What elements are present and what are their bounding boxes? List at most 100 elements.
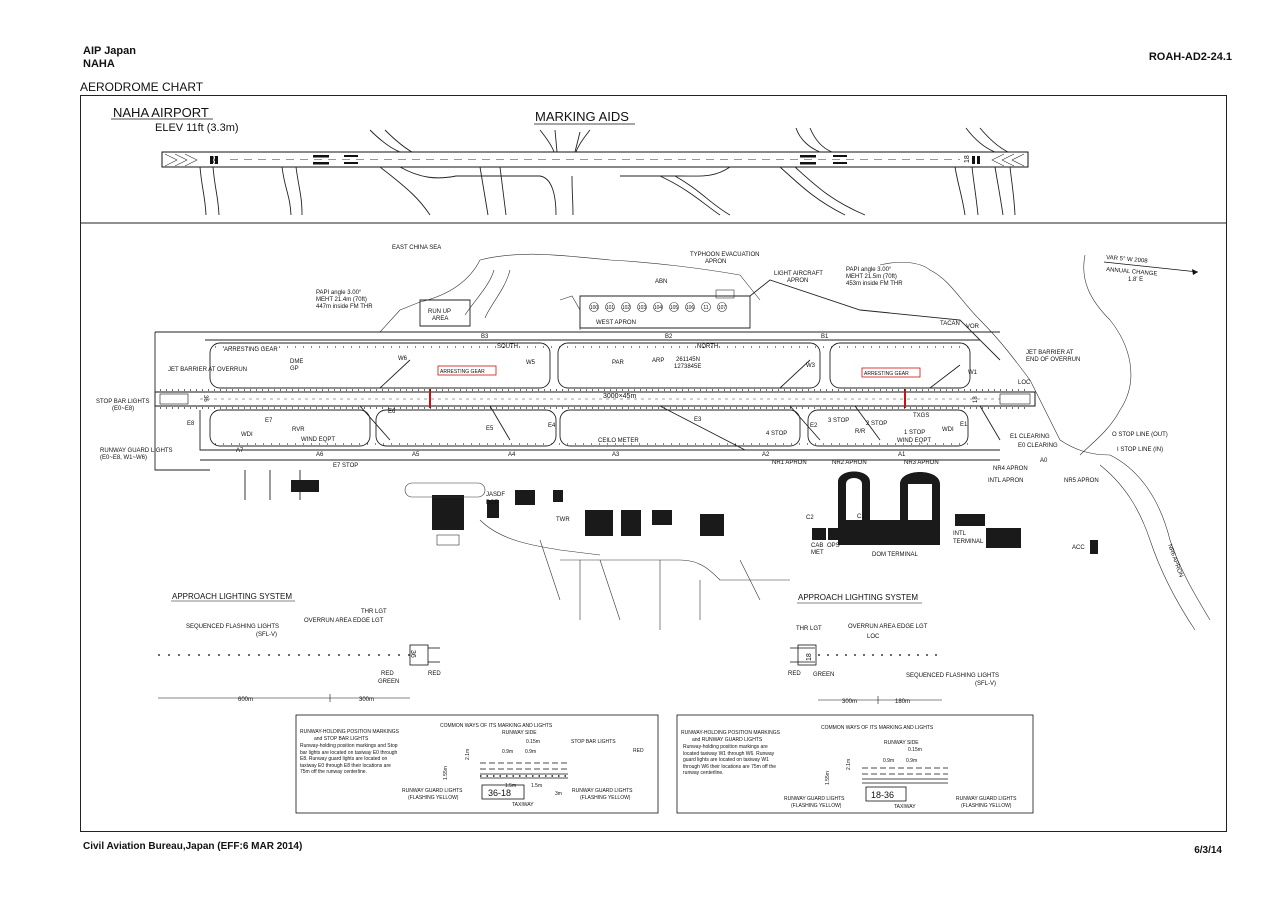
als-s-thr: THR LGT [361, 609, 387, 615]
box-l-title-1: RUNWAY-HOLDING POSITION MARKINGS [300, 729, 400, 735]
als-n-dist1: 300m [842, 699, 857, 705]
box-r-title-1: RUNWAY-HOLDING POSITION MARKINGS [681, 730, 781, 736]
label-run-up-2: AREA [432, 316, 448, 322]
label-nr2: NR2 APRON [832, 460, 867, 466]
north-arrow [1103, 261, 1199, 273]
stand-104: 104 [654, 305, 663, 311]
label-txgs: TXGS [913, 413, 929, 419]
footer-publisher: Civil Aviation Bureau,Japan (EFF:6 MAR 2… [83, 841, 303, 852]
box-r-sign: 18-36 [871, 790, 894, 800]
label-papi-n-1: PAPI angle 3.00° [846, 267, 892, 273]
label-e1-clearing: E1 CLEARING [1010, 434, 1050, 440]
label-ceilo: CEILO METER [598, 438, 639, 444]
box-r-d015: 0.15m [908, 747, 922, 753]
als-s-title: APPROACH LIGHTING SYSTEM [172, 592, 292, 601]
als-s-dist2: 300m [359, 697, 374, 703]
label-jet-barrier-n-1: JET BARRIER AT [1026, 350, 1074, 356]
als-n-seq-sub: (SFL-V) [975, 681, 996, 687]
aip-location: NAHA [83, 58, 115, 70]
box-r-taxiway: TAXIWAY [894, 804, 916, 810]
label-wdi-s: WDI [241, 432, 253, 438]
label-stop1: 1 STOP [904, 430, 925, 436]
label-twr: TWR [556, 517, 570, 523]
footer-date: 6/3/14 [1194, 845, 1222, 856]
label-wind-eqpt-n: WIND EQPT [897, 438, 931, 444]
box-l-red: RED [633, 748, 644, 754]
stand-106: 106 [686, 305, 695, 311]
label-arresting-gear-s: ARRESTING GEAR [224, 347, 278, 353]
label-papi-n-3: 453m inside FM THR [846, 281, 903, 287]
twy-e6: E6 [388, 409, 396, 415]
label-intl-terminal-2: TERMINAL [953, 539, 984, 545]
label-jasdf: JASDF [486, 492, 505, 498]
box-l-note: Runway-holding position markings and Sto… [300, 743, 398, 775]
box-r-d09a: 0.9m [883, 758, 894, 764]
box-l-d3: 3m [555, 791, 562, 797]
box-l-d09a: 0.9m [502, 749, 513, 755]
box-l-d015: 0.15m [526, 739, 540, 745]
box-r-common: COMMON WAYS OF ITS MARKING AND LIGHTS [821, 725, 934, 731]
box-l-title-2: and STOP BAR LIGHTS [314, 736, 369, 742]
label-typhoon-1: TYPHOON EVACUATION [690, 252, 759, 258]
box-r-title-2: and RUNWAY GUARD LIGHTS [692, 737, 763, 743]
airport-name: NAHA AIRPORT [113, 105, 209, 120]
label-ops: OPS [827, 543, 840, 549]
twy-a3: A3 [612, 452, 620, 458]
box-r-guard: RUNWAY GUARD LIGHTS [784, 796, 845, 802]
chart-type: AERODROME CHART [80, 80, 204, 94]
label-abn: ABN [655, 279, 667, 285]
als-s-green: GREEN [378, 679, 399, 685]
label-run-up-1: RUN UP [428, 309, 451, 315]
arresting-gear-label-s: ARRESTING GEAR [440, 369, 485, 375]
marking-rwy-18: 18 [964, 155, 971, 163]
label-north: NORTH [697, 344, 718, 350]
label-e7-stop: E7 STOP [333, 463, 358, 469]
box-l-common: COMMON WAYS OF ITS MARKING AND LIGHTS [440, 723, 553, 729]
label-tacan: TACAN [940, 321, 960, 327]
runway-dimensions: 3000×45m [603, 393, 636, 400]
als-s-red2: RED [428, 671, 441, 677]
label-nr4: NR4 APRON [993, 466, 1028, 472]
label-i-stop: I STOP LINE (IN) [1117, 447, 1163, 453]
twy-w6: W6 [398, 356, 408, 362]
als-n-loc: LOC [867, 634, 880, 640]
legend-box-right: RUNWAY-HOLDING POSITION MARKINGS and RUN… [676, 714, 1034, 814]
label-papi-s-2: MEHT 21.4m (70ft) [316, 297, 367, 303]
als-n-green: GREEN [813, 672, 834, 678]
label-stop-bar-1: STOP BAR LIGHTS [96, 399, 149, 405]
label-met: MET [811, 550, 824, 556]
aerodrome-layout: 36 18 3000×45m ARRESTING GEAR ARRESTING … [96, 245, 1211, 631]
twy-w3: W3 [806, 363, 816, 369]
label-rvr-s: RVR [292, 427, 305, 433]
twy-e4: E4 [548, 423, 556, 429]
aip-header: AIP Japan NAHA [83, 45, 136, 71]
label-nr5: NR5 APRON [1064, 478, 1099, 484]
label-papi-s-1: PAPI angle 3.00° [316, 290, 362, 296]
box-r-flashing2: (FLASHING YELLOW) [961, 803, 1012, 809]
label-rvr-n: R/R [855, 429, 866, 435]
label-var: VAR 5° W 2008 [1106, 255, 1149, 265]
stand-100: 100 [590, 305, 599, 311]
label-nr1: NR1 APRON [772, 460, 807, 466]
label-stop4: 4 STOP [766, 431, 787, 437]
arresting-gear-label-n: ARRESTING GEAR [864, 371, 909, 377]
label-gp: GP [290, 366, 299, 372]
approach-lighting-north: APPROACH LIGHTING SYSTEM THR LGT OVERRUN… [788, 593, 999, 705]
twy-e5: E5 [486, 426, 494, 432]
label-nr6: NR6 APRON [1166, 544, 1184, 579]
box-r-d21: 2.1m [846, 759, 852, 770]
box-r-runway-side: RUNWAY SIDE [884, 740, 919, 746]
twy-a4: A4 [508, 452, 516, 458]
twy-e7: E7 [265, 418, 273, 424]
label-arp: ARP [652, 358, 664, 364]
box-l-sign: 36-18 [488, 788, 511, 798]
box-l-guard2: RUNWAY GUARD LIGHTS [572, 788, 633, 794]
twy-a2: A2 [762, 452, 770, 458]
box-l-d15a: 1.5m [505, 783, 516, 789]
twy-a5: A5 [412, 452, 420, 458]
label-jet-barrier-n-2: END OF OVERRUN [1026, 357, 1080, 363]
stand-103: 103 [638, 305, 647, 311]
box-l-d15b: 1.5m [531, 783, 542, 789]
box-l-flashing2: (FLASHING YELLOW) [580, 795, 631, 801]
twy-c2: C2 [806, 515, 814, 521]
